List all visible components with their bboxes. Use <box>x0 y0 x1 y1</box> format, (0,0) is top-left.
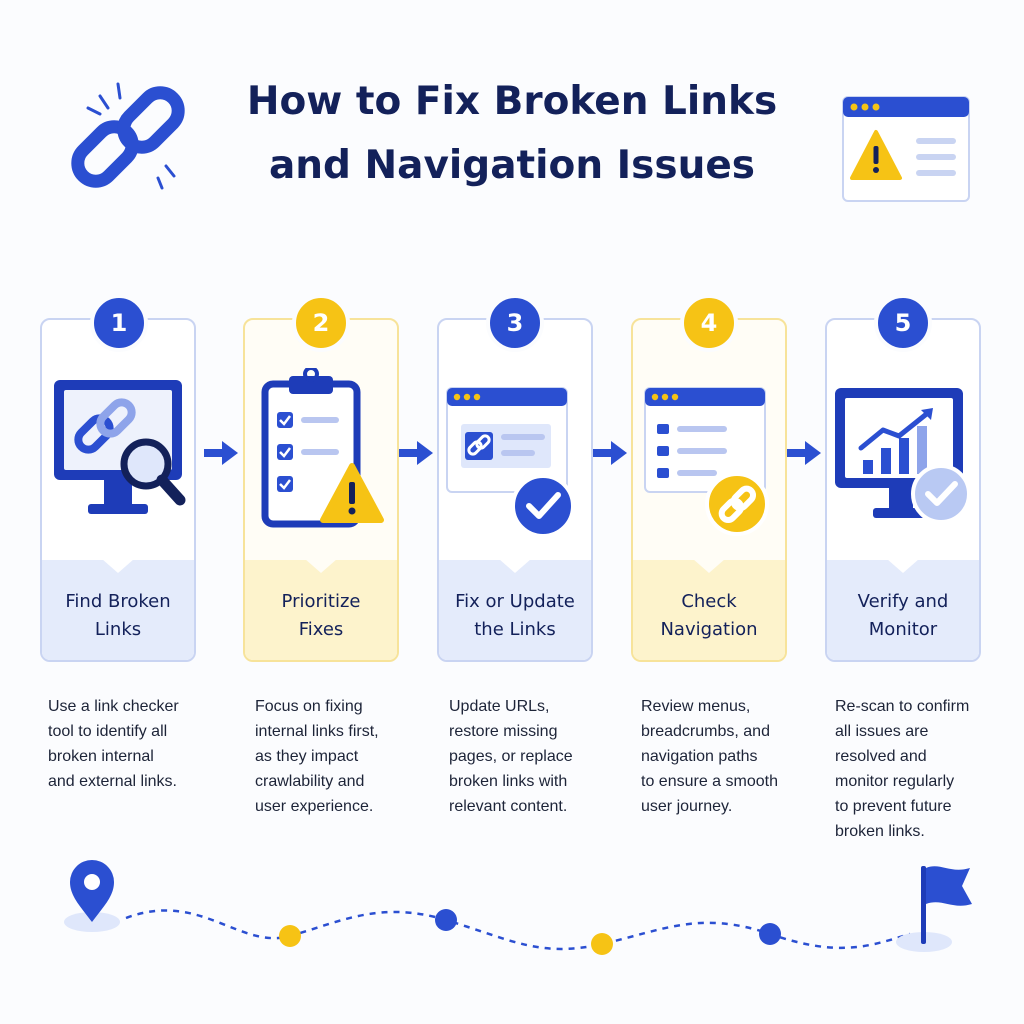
step-label: Verify and Monitor <box>833 588 973 644</box>
page-title: How to Fix Broken Links and Navigation I… <box>0 70 1024 198</box>
description-line: broken links. <box>835 823 925 840</box>
description-line: all issues are <box>835 723 929 740</box>
step-label-line-2: Monitor <box>868 619 938 640</box>
step-label-area: Fix or Update the Links <box>439 559 591 660</box>
step-number-badge-3: 3 <box>486 294 544 352</box>
browser-link-check-icon <box>446 387 575 538</box>
monitor-chart-check-icon <box>835 388 971 524</box>
description-line: pages, or replace <box>449 748 573 765</box>
location-pin-icon <box>70 860 114 922</box>
step-description-2: Focus on fixing internal links first, as… <box>255 694 415 819</box>
description-line: broken internal <box>48 748 154 765</box>
description-line: Re-scan to confirm <box>835 698 970 715</box>
description-line: restore missing <box>449 723 558 740</box>
step-number-badge-2: 2 <box>292 294 350 352</box>
browser-warning-icon <box>842 96 970 202</box>
description-line: Update URLs, <box>449 698 550 715</box>
card-notch <box>887 559 919 573</box>
description-line: breadcrumbs, and <box>641 723 770 740</box>
description-line: Focus on fixing <box>255 698 363 715</box>
clipboard-warning-icon <box>261 368 384 528</box>
flag-icon <box>896 866 972 952</box>
step-description-3: Update URLs, restore missing pages, or r… <box>449 694 609 819</box>
path-dot <box>435 909 457 931</box>
step-label-line-1: Verify and <box>857 591 949 612</box>
arrow-right-icon <box>593 441 627 465</box>
step-number-badge-4: 4 <box>680 294 738 352</box>
path-dot <box>279 925 301 947</box>
description-line: resolved and <box>835 748 927 765</box>
description-line: monitor regularly <box>835 773 955 790</box>
step-label-line-2: the Links <box>474 619 556 640</box>
description-line: internal links first, <box>255 723 379 740</box>
step-label-area: Prioritize Fixes <box>245 559 397 660</box>
step-label-line-2: Links <box>94 619 142 640</box>
step-label-line-1: Prioritize <box>281 591 361 612</box>
step-label-line-1: Fix or Update <box>455 591 575 612</box>
step-label-line-1: Find Broken <box>65 591 171 612</box>
step-description-5: Re-scan to confirm all issues are resolv… <box>835 694 995 844</box>
browser-menu-link-icon <box>644 387 769 536</box>
description-line: as they impact <box>255 748 359 765</box>
description-line: navigation paths <box>641 748 758 765</box>
step-label: Fix or Update the Links <box>445 588 585 644</box>
step-description-4: Review menus, breadcrumbs, and navigatio… <box>641 694 801 819</box>
step-label-line-2: Navigation <box>660 619 758 640</box>
step-description-1: Use a link checker tool to identify all … <box>48 694 208 794</box>
description-line: crawlability and <box>255 773 365 790</box>
step-number-badge-5: 5 <box>874 294 932 352</box>
step-label-area: Verify and Monitor <box>827 559 979 660</box>
card-notch <box>499 559 531 573</box>
step-label-line-1: Check <box>681 591 737 612</box>
description-line: Review menus, <box>641 698 751 715</box>
step-number-badge-1: 1 <box>90 294 148 352</box>
step-label-area: Check Navigation <box>633 559 785 660</box>
title-line-2: and Navigation Issues <box>268 143 756 188</box>
chain-link-icon <box>71 82 185 190</box>
description-line: to prevent future <box>835 798 952 815</box>
title-line-1: How to Fix Broken Links <box>246 79 778 124</box>
card-notch <box>693 559 725 573</box>
card-notch <box>305 559 337 573</box>
dashed-path <box>125 909 911 951</box>
description-line: to ensure a smooth <box>641 773 778 790</box>
step-label: Find Broken Links <box>48 588 188 644</box>
monitor-link-magnifier-icon <box>54 380 186 514</box>
journey-path <box>64 860 972 955</box>
path-dot <box>759 923 781 945</box>
description-line: user experience. <box>255 798 374 815</box>
description-line: Use a link checker <box>48 698 179 715</box>
step-label-area: Find Broken Links <box>42 559 194 660</box>
step-label-line-2: Fixes <box>298 619 344 640</box>
description-line: user journey. <box>641 798 733 815</box>
path-dot <box>591 933 613 955</box>
step-label: Check Navigation <box>639 588 779 644</box>
description-line: tool to identify all <box>48 723 168 740</box>
description-line: relevant content. <box>449 798 568 815</box>
arrow-right-icon <box>787 441 821 465</box>
description-line: broken links with <box>449 773 568 790</box>
card-notch <box>102 559 134 573</box>
description-line: and external links. <box>48 773 177 790</box>
arrow-right-icon <box>399 441 433 465</box>
arrow-right-icon <box>204 441 238 465</box>
step-label: Prioritize Fixes <box>251 588 391 644</box>
